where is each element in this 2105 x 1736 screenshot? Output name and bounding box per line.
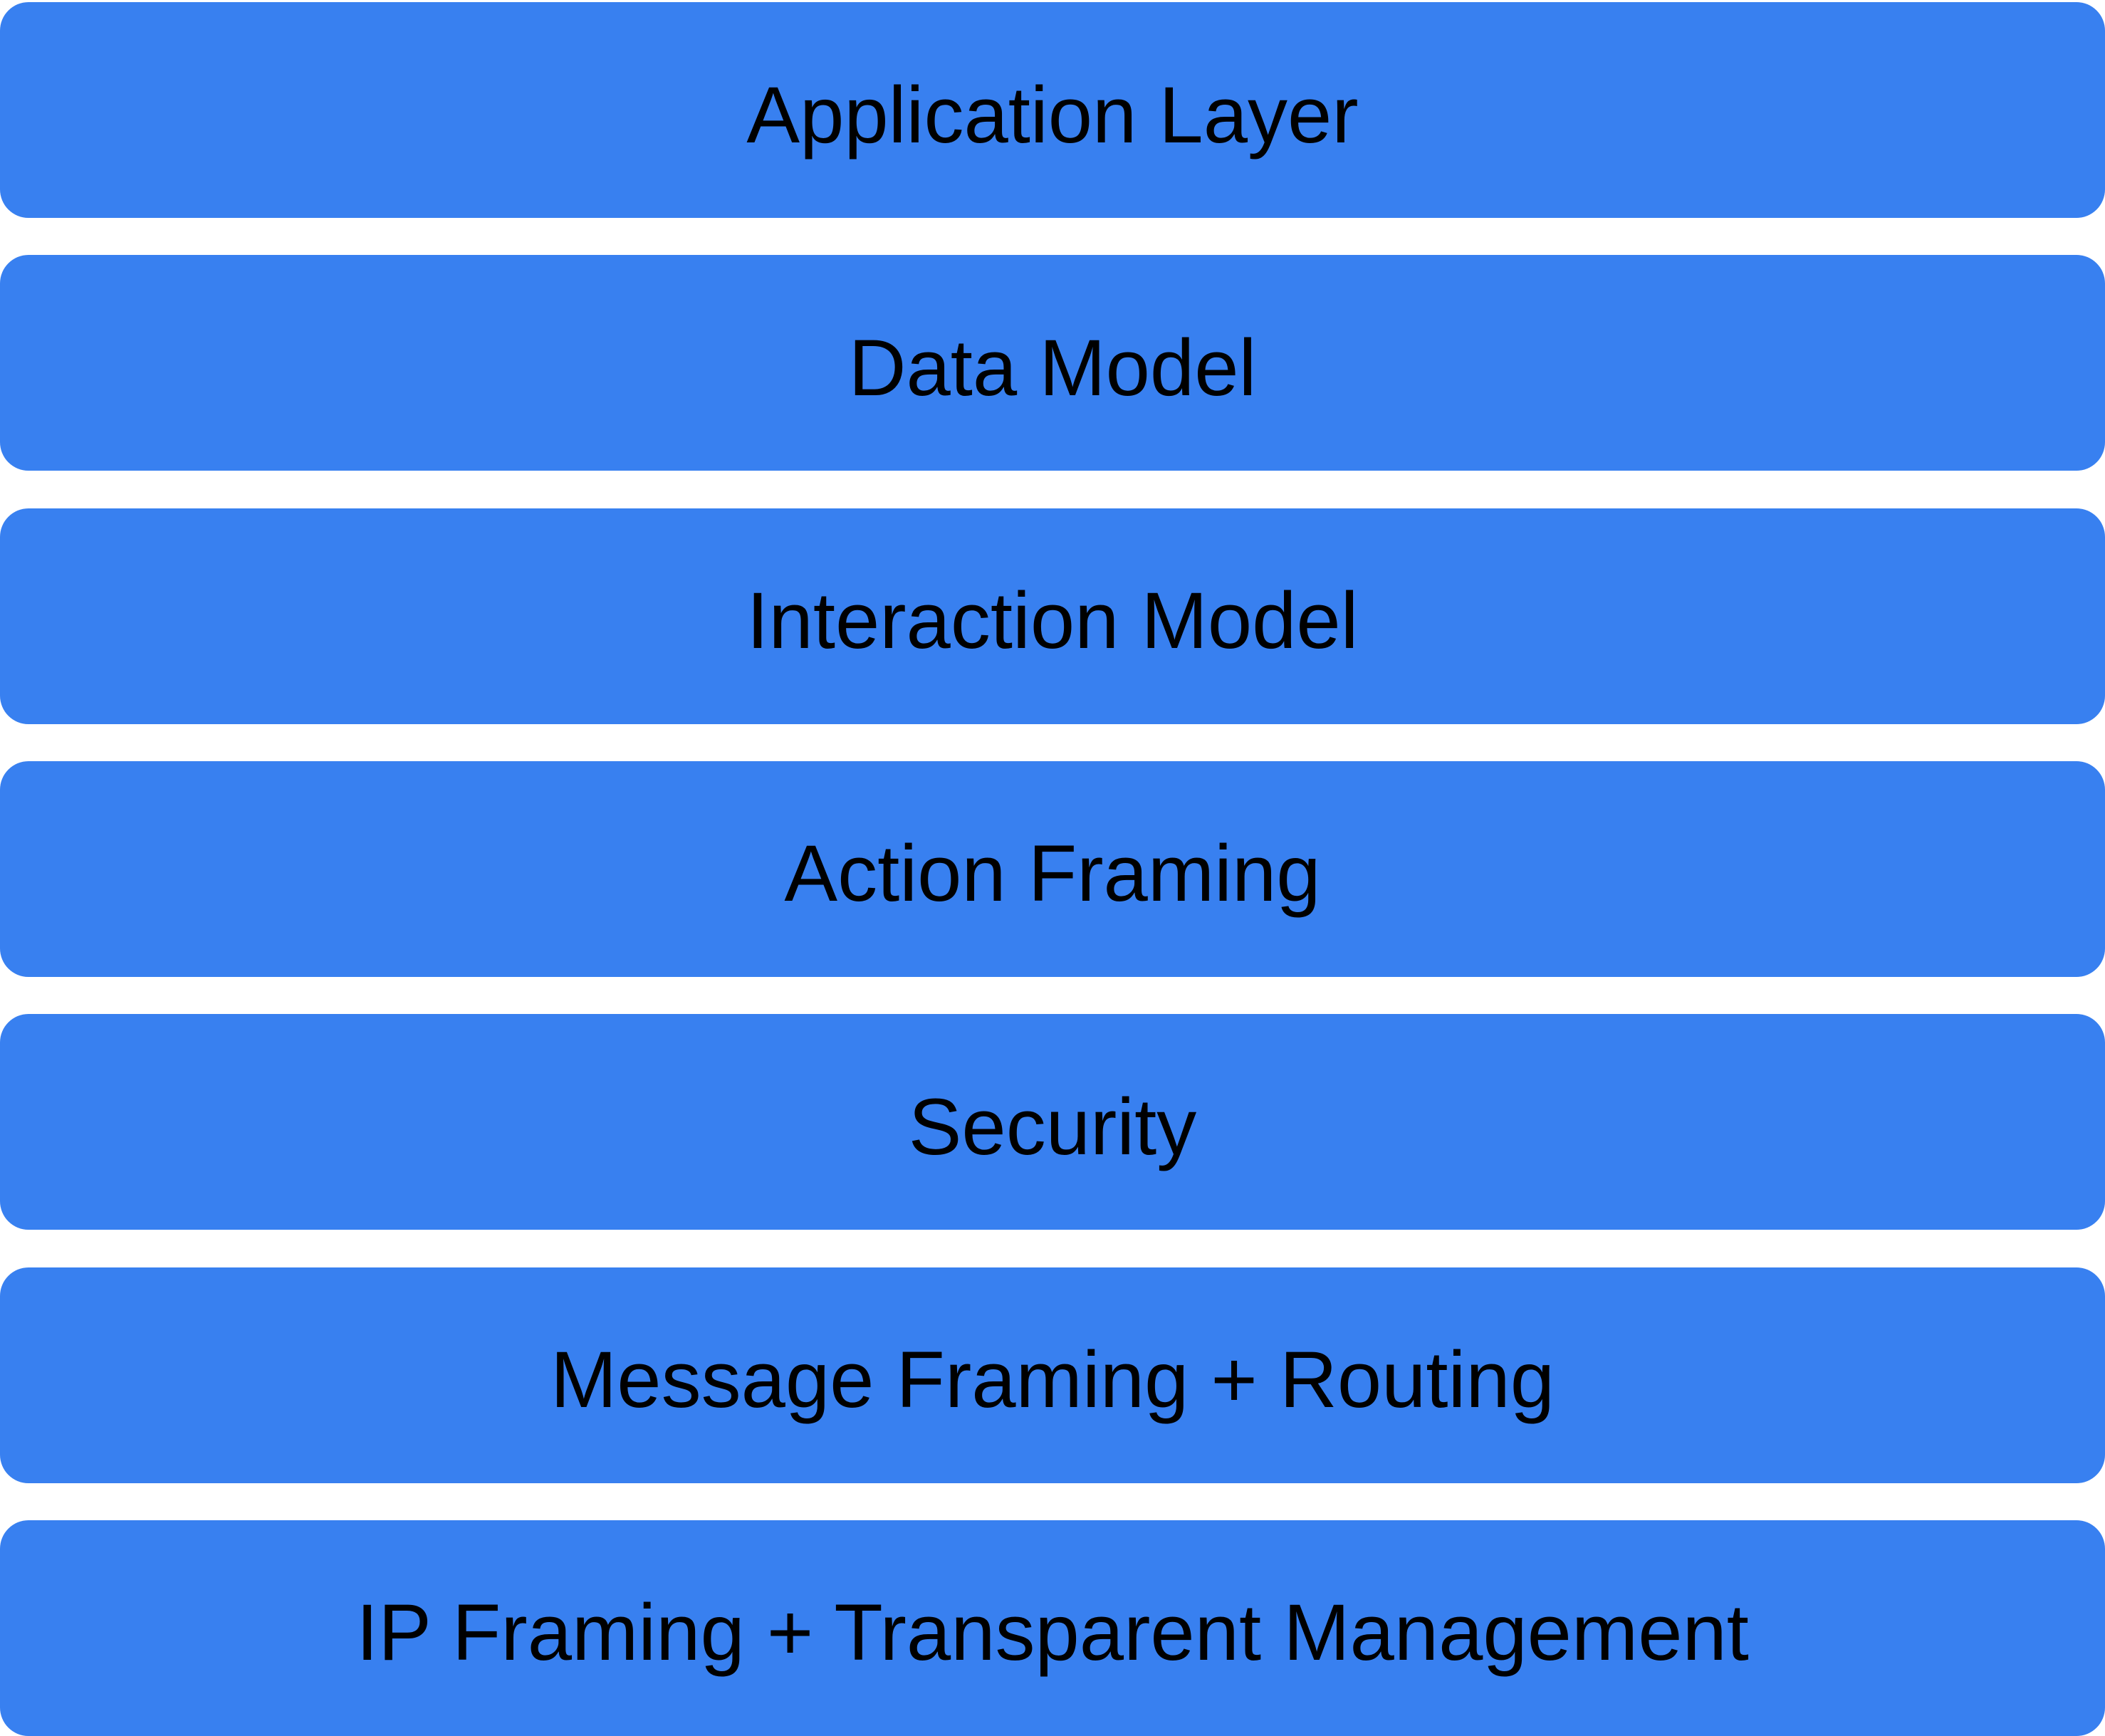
- layer-box-application-layer: Application Layer: [0, 2, 2105, 218]
- layer-box-action-framing: Action Framing: [0, 760, 2105, 977]
- layer-box-message-framing-routing: Message Framing + Routing: [0, 1267, 2105, 1483]
- layer-label-message-framing-routing: Message Framing + Routing: [550, 1335, 1555, 1425]
- layer-label-ip-framing-transparent-management: IP Framing + Transparent Management: [356, 1588, 1749, 1678]
- layer-label-security: Security: [908, 1082, 1197, 1171]
- layer-box-ip-framing-transparent-management: IP Framing + Transparent Management: [0, 1520, 2105, 1736]
- layer-label-action-framing: Action Framing: [784, 829, 1321, 919]
- layer-box-data-model: Data Model: [0, 255, 2105, 471]
- layer-box-interaction-model: Interaction Model: [0, 508, 2105, 724]
- layer-label-interaction-model: Interaction Model: [746, 576, 1359, 666]
- layer-label-application-layer: Application Layer: [746, 70, 1359, 160]
- layer-label-data-model: Data Model: [848, 323, 1257, 412]
- layer-box-security: Security: [0, 1014, 2105, 1230]
